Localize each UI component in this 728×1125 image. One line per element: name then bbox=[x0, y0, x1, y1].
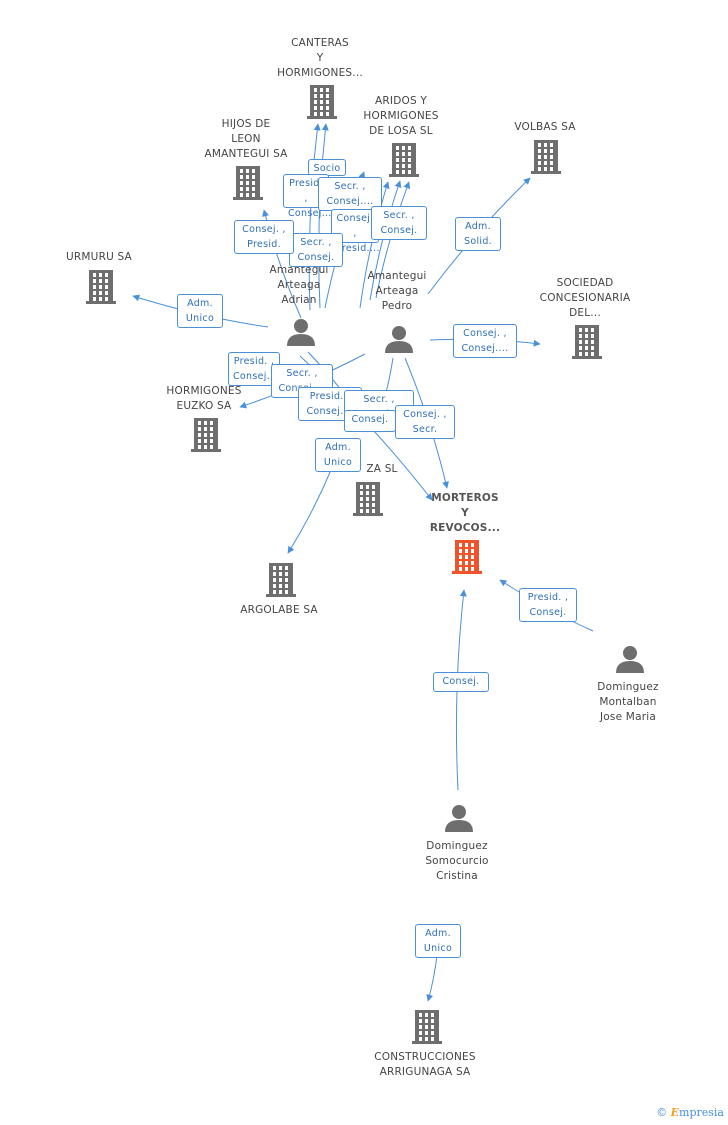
nodes-layer bbox=[86, 85, 644, 1044]
person-icon[interactable] bbox=[385, 326, 413, 353]
building-icon[interactable] bbox=[191, 418, 221, 452]
company-label[interactable]: URMURU SA bbox=[66, 251, 132, 263]
relation-badge[interactable]: Adm. Unico bbox=[177, 294, 223, 328]
relation-badge[interactable]: Consej. bbox=[344, 410, 396, 432]
company-label[interactable]: ARGOLABE SA bbox=[240, 604, 318, 616]
company-label[interactable]: VOLBAS SA bbox=[514, 121, 576, 133]
relation-badge[interactable]: Consej. , Secr. bbox=[395, 405, 455, 439]
relation-badge[interactable]: Presid. , Consej. bbox=[519, 588, 577, 622]
building-icon[interactable] bbox=[266, 563, 296, 597]
relation-badge[interactable]: Adm. Unico bbox=[415, 924, 461, 958]
relation-badge[interactable]: Secr. , Consej.... bbox=[318, 177, 382, 211]
company-label[interactable]: HORMIGONES EUZKO SA bbox=[166, 385, 242, 412]
person-icon[interactable] bbox=[445, 805, 473, 832]
building-icon[interactable] bbox=[353, 482, 383, 516]
relation-edge bbox=[359, 181, 390, 309]
person-icon[interactable] bbox=[287, 319, 315, 346]
relation-edge bbox=[308, 123, 321, 311]
company-label[interactable]: SOCIEDAD CONCESIONARIA DEL... bbox=[539, 277, 631, 319]
relation-edge bbox=[287, 469, 332, 554]
company-label[interactable]: ARIDOS Y HORMIGONES DE LOSA SL bbox=[363, 95, 439, 137]
relation-badge[interactable]: Adm. Solid. bbox=[455, 217, 501, 251]
relation-badge[interactable]: Secr. , Consej. bbox=[289, 233, 343, 267]
company-label[interactable]: CONSTRUCCIONES ARRIGUNAGA SA bbox=[374, 1051, 476, 1078]
building-icon[interactable] bbox=[531, 140, 561, 174]
company-label[interactable]: HIJOS DE LEON AMANTEGUI SA bbox=[204, 118, 288, 160]
person-label[interactable]: Dominguez Somocurcio Cristina bbox=[425, 840, 489, 882]
brand-initial: E bbox=[670, 1106, 680, 1119]
person-icon[interactable] bbox=[616, 646, 644, 673]
copyright-icon: © bbox=[656, 1106, 668, 1119]
building-icon[interactable] bbox=[389, 143, 419, 177]
relation-badge[interactable]: Secr. , Consej. bbox=[371, 206, 427, 240]
relation-edge bbox=[426, 954, 438, 1002]
building-icon[interactable] bbox=[86, 270, 116, 304]
relation-badge[interactable]: Consej. , Presid. bbox=[234, 220, 294, 254]
person-label[interactable]: Dominguez Montalban Jose Maria bbox=[597, 681, 659, 723]
relation-badge[interactable]: Consej. bbox=[433, 672, 489, 692]
relation-badge[interactable]: Consej. , Consej.... bbox=[453, 324, 517, 358]
building-icon[interactable] bbox=[452, 540, 482, 574]
company-label[interactable]: CANTERAS Y HORMIGONES... bbox=[277, 37, 363, 79]
person-label[interactable]: Amantegui Arteaga Adrian bbox=[269, 264, 329, 306]
building-icon[interactable] bbox=[572, 325, 602, 359]
building-icon[interactable] bbox=[307, 85, 337, 119]
brand-watermark: © Empresia bbox=[656, 1106, 724, 1119]
building-icon[interactable] bbox=[412, 1010, 442, 1044]
company-label[interactable]: ZA SL bbox=[366, 463, 398, 475]
brand-name: mpresia bbox=[679, 1106, 724, 1119]
company-label[interactable]: MORTEROS Y REVOCOS... bbox=[429, 492, 501, 534]
building-icon[interactable] bbox=[233, 166, 263, 200]
relation-badge[interactable]: Adm. Unico bbox=[315, 438, 361, 472]
relation-edge bbox=[318, 123, 329, 309]
person-label[interactable]: Amantegui Arteaga Pedro bbox=[367, 270, 427, 312]
